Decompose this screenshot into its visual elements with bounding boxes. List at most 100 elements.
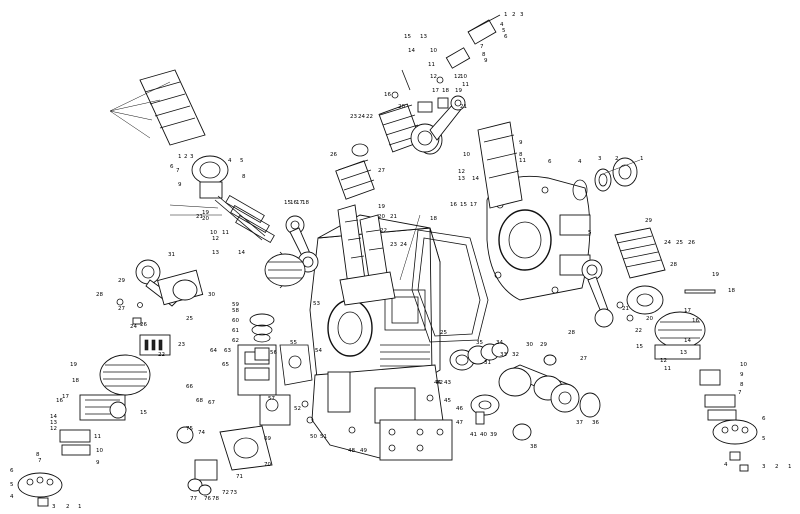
callout: 10 xyxy=(740,362,747,368)
callout: 34 xyxy=(496,340,503,346)
callout: 65 xyxy=(222,362,229,368)
callout: 1 xyxy=(78,504,82,510)
callout: 16 xyxy=(692,318,699,324)
callout: 3 xyxy=(52,504,56,510)
callout: 28 xyxy=(670,262,677,268)
callout: 7 xyxy=(738,390,742,396)
callout: 31 xyxy=(484,360,491,366)
callout: 1 xyxy=(788,464,792,470)
callout: 2 xyxy=(615,156,619,162)
guide-bar xyxy=(477,121,523,209)
callout: 25 xyxy=(440,330,447,336)
callout: 29 xyxy=(645,218,652,224)
callout: 2 xyxy=(66,504,70,510)
callout: 4 xyxy=(10,494,14,500)
callout: 69 xyxy=(264,436,271,442)
callout: 72 xyxy=(222,490,229,496)
callout: 12 xyxy=(212,236,219,242)
callout: 16 xyxy=(384,92,391,98)
callout: 10 xyxy=(430,48,437,54)
callout: 78 xyxy=(212,496,219,502)
callout: 15 xyxy=(284,200,291,206)
callout: 46 xyxy=(456,406,463,412)
callout: 10 xyxy=(210,230,217,236)
callout: 3 xyxy=(598,156,602,162)
callout: 64 xyxy=(210,348,217,354)
callout: 75 xyxy=(186,426,193,432)
callout: 3 xyxy=(762,464,766,470)
callout: 19 xyxy=(202,210,209,216)
callout: 27 xyxy=(378,168,385,174)
callout: 17 xyxy=(470,202,477,208)
callout: 58 xyxy=(232,308,239,314)
callout: 21 xyxy=(390,214,397,220)
callout: 29 xyxy=(540,342,547,348)
callout: 61 xyxy=(232,328,239,334)
callout: 44 xyxy=(434,380,441,386)
callout: 33 xyxy=(500,352,507,358)
callout-labels: 1 2 3 4 5 6 7 8 9 10 11 12 15 13 1 4 10 1… xyxy=(10,12,792,510)
connecting-rod-top xyxy=(410,95,466,153)
callout: 4 xyxy=(724,462,728,468)
callout: 15 xyxy=(460,202,467,208)
callout: 2 xyxy=(512,12,516,18)
leader-lines xyxy=(109,81,641,281)
callout: 9 xyxy=(519,140,523,146)
crankcase-gasket xyxy=(411,229,489,343)
callout: 18 xyxy=(72,378,79,384)
callout: 13 xyxy=(680,350,687,356)
callout: 2 xyxy=(184,154,188,160)
callout: 12 xyxy=(454,74,461,80)
callout: 12 xyxy=(458,169,465,175)
callout: 35 xyxy=(476,340,483,346)
callout: 27 xyxy=(580,356,587,362)
pump-group xyxy=(176,313,313,496)
callout: 10 xyxy=(96,448,103,454)
callout: 10 xyxy=(460,74,467,80)
callout: 19 xyxy=(378,204,385,210)
callout: 4 xyxy=(228,158,232,164)
callout: 11 xyxy=(428,62,435,68)
callout: 19 xyxy=(712,272,719,278)
callout: 60 xyxy=(232,318,239,324)
callout: 11 xyxy=(94,434,101,440)
callout: 6 xyxy=(170,164,174,170)
callout: 19 xyxy=(70,362,77,368)
callout: 68 xyxy=(196,398,203,404)
callout: 32 xyxy=(512,352,519,358)
callout: 23 xyxy=(390,242,397,248)
callout: 3 xyxy=(190,154,194,160)
callout: 4 xyxy=(500,22,504,28)
callout: 5 xyxy=(502,28,506,34)
loose-hardware xyxy=(116,289,716,434)
callout: 74 xyxy=(198,430,205,436)
callout: 22 xyxy=(635,328,642,334)
callout: 7 xyxy=(38,458,42,464)
callout: 5 xyxy=(762,436,766,442)
callout: 53 xyxy=(313,301,320,307)
callout: 30 xyxy=(526,342,533,348)
callout: 52 xyxy=(294,406,301,412)
callout: 21 xyxy=(460,104,467,110)
callout: 17 xyxy=(296,200,303,206)
callout: 36 xyxy=(592,420,599,426)
callout: 42 xyxy=(436,380,443,386)
callout: 41 xyxy=(470,432,477,438)
callout: 23 xyxy=(350,114,357,120)
callout: 11 xyxy=(222,230,229,236)
callout: 8 xyxy=(242,174,246,180)
left-upper-rod xyxy=(264,215,319,289)
callout: 45 xyxy=(444,398,451,404)
callout: 12 xyxy=(430,74,437,80)
callout: 48 xyxy=(348,448,355,454)
callout: 39 xyxy=(490,432,497,438)
callout: 13 xyxy=(50,420,57,426)
callout: 8 xyxy=(740,382,744,388)
callout: 20 xyxy=(646,316,653,322)
callout: 11 xyxy=(664,366,671,372)
callout: 16 xyxy=(290,200,297,206)
callout: 9 xyxy=(740,372,744,378)
callout: 18 xyxy=(430,216,437,222)
callout: 20 xyxy=(378,214,385,220)
callout: 17 xyxy=(432,88,439,94)
